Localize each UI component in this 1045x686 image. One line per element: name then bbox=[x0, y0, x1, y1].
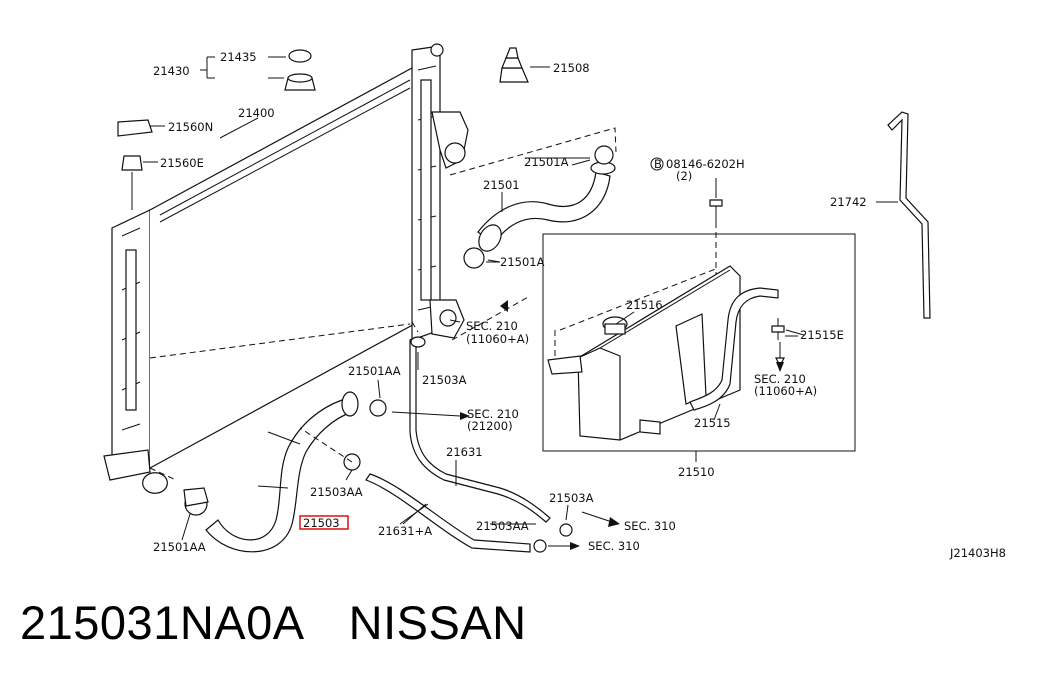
caption: 215031NA0A NISSAN bbox=[20, 595, 571, 650]
radiator-21400 bbox=[103, 43, 469, 494]
label-21430: 21430 bbox=[153, 64, 190, 78]
label-21516: 21516 bbox=[626, 298, 663, 312]
label-21435: 21435 bbox=[220, 50, 257, 64]
label-21501A-top: 21501A bbox=[524, 155, 569, 169]
parts-diagram: 21435 21430 21400 21560N 21560E 21508 21… bbox=[103, 43, 1006, 560]
bolt-08146 bbox=[650, 157, 723, 274]
label-21503AA-mid: 21503AA bbox=[310, 485, 363, 499]
label-21501: 21501 bbox=[483, 178, 520, 192]
highlight-box-21503 bbox=[299, 515, 349, 530]
label-bolt-qty: (2) bbox=[676, 169, 692, 183]
mount-21560N bbox=[117, 119, 165, 210]
label-21631A: 21631+A bbox=[378, 524, 432, 538]
label-21510: 21510 bbox=[678, 465, 715, 479]
lower-hose-21503 bbox=[149, 391, 387, 553]
label-21515E: 21515E bbox=[800, 328, 844, 342]
brand-name: NISSAN bbox=[348, 596, 527, 649]
reservoir-box-21510 bbox=[542, 233, 856, 452]
upper-hose-21501 bbox=[449, 127, 617, 341]
label-21400: 21400 bbox=[238, 106, 275, 120]
label-21560E: 21560E bbox=[160, 156, 204, 170]
label-21631: 21631 bbox=[446, 445, 483, 459]
label-21508: 21508 bbox=[553, 61, 590, 75]
label-21515: 21515 bbox=[694, 416, 731, 430]
arrows bbox=[391, 300, 784, 550]
diagram-code: J21403H8 bbox=[949, 546, 1006, 560]
label-21503-highlighted: 21503 bbox=[303, 516, 340, 530]
radiator-cap-21430 bbox=[200, 49, 316, 91]
label-sec210-b1: SEC. 210 bbox=[754, 372, 806, 386]
label-bolt-code: 08146-6202H bbox=[666, 157, 745, 171]
leader-lines bbox=[181, 117, 805, 541]
label-sec210-a2: (11060+A) bbox=[466, 332, 529, 346]
pipe-21742 bbox=[876, 111, 931, 319]
part-labels: 21435 21430 21400 21560N 21560E 21508 21… bbox=[153, 50, 1006, 560]
label-sec210-a1: SEC. 210 bbox=[466, 319, 518, 333]
label-21501AA-low: 21501AA bbox=[153, 540, 206, 554]
label-21503AA-low: 21503AA bbox=[476, 519, 529, 533]
label-21742: 21742 bbox=[830, 195, 867, 209]
label-sec310-2: SEC. 310 bbox=[588, 539, 640, 553]
label-sec310-1: SEC. 310 bbox=[624, 519, 676, 533]
label-21503A-lower: 21503A bbox=[549, 491, 594, 505]
label-21501A-mid: 21501A bbox=[500, 255, 545, 269]
reservoir-tank-21510 bbox=[547, 265, 741, 441]
label-21560N: 21560N bbox=[168, 120, 213, 134]
bolt-mark: B bbox=[654, 157, 662, 171]
hose-21631 bbox=[365, 336, 573, 553]
label-sec210-c2: (21200) bbox=[467, 419, 513, 433]
label-sec210-c1: SEC. 210 bbox=[467, 407, 519, 421]
dashed-leader-lower bbox=[149, 321, 419, 359]
label-21501AA-upper: 21501AA bbox=[348, 364, 401, 378]
part-number: 215031NA0A bbox=[20, 596, 305, 649]
cushion-21508 bbox=[499, 47, 550, 83]
label-sec210-b2: (11060+A) bbox=[754, 384, 817, 398]
label-21503A-upper: 21503A bbox=[422, 373, 467, 387]
